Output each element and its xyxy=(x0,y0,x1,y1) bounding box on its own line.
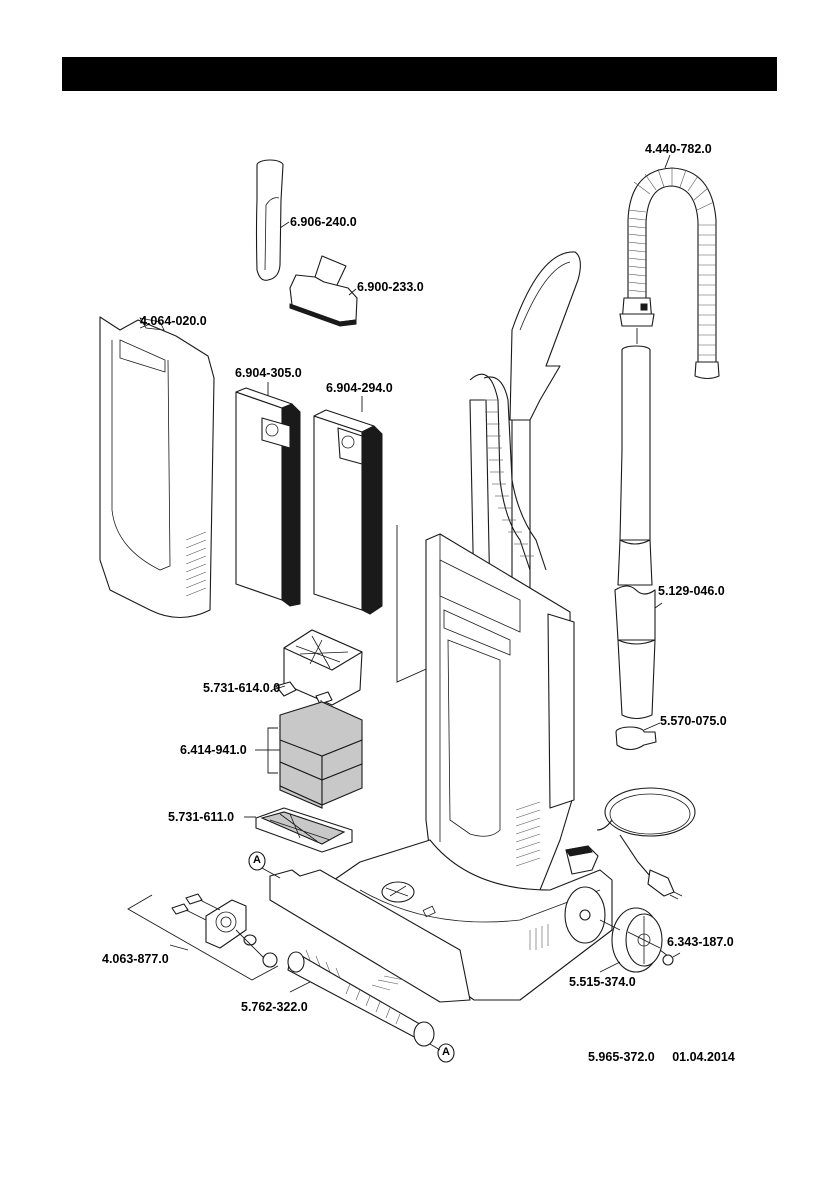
part-label-filter-frame: 5.731-614.0.0 xyxy=(203,682,280,695)
part-label-suction-tube: 5.129-046.0 xyxy=(658,585,725,598)
front-cover-drawing xyxy=(100,317,214,618)
vacuum-body-drawing xyxy=(334,252,612,1000)
tube-clip-drawing xyxy=(616,723,660,750)
footer: 5.965-372.0 01.04.2014 xyxy=(588,1050,735,1064)
wheel-cap-drawing xyxy=(663,953,680,965)
bearing-kit-drawing xyxy=(128,894,278,980)
filter-holder-drawing xyxy=(244,808,352,852)
upholstery-nozzle-drawing xyxy=(290,256,357,326)
document-date: 01.04.2014 xyxy=(672,1050,735,1064)
part-label-brush-roller: 5.762-322.0 xyxy=(241,1001,308,1014)
document-number: 5.965-372.0 xyxy=(588,1050,655,1064)
suction-hose-drawing xyxy=(620,155,719,379)
part-label-suction-hose: 4.440-782.0 xyxy=(645,143,712,156)
part-label-foam-filter: 6.414-941.0 xyxy=(180,744,247,757)
filter-frame-drawing xyxy=(272,630,362,705)
part-label-crevice-nozzle: 6.906-240.0 xyxy=(290,216,357,229)
part-label-wheel: 5.515-374.0 xyxy=(569,976,636,989)
reference-marker-a-bottom-label: A xyxy=(442,1047,450,1058)
crevice-nozzle-drawing xyxy=(257,160,290,280)
part-label-filter-bag-paper: 6.904-305.0 xyxy=(235,367,302,380)
filter-bag-paper-drawing xyxy=(236,382,300,606)
foam-filter-drawing xyxy=(255,702,362,808)
part-label-upholstery-nozzle: 6.900-233.0 xyxy=(357,281,424,294)
part-label-bearing-kit: 4.063-877.0 xyxy=(102,953,169,966)
reference-marker-a-top-label: A xyxy=(253,855,261,866)
suction-tube-drawing xyxy=(615,346,662,719)
part-label-wheel-cap: 6.343-187.0 xyxy=(667,936,734,949)
part-label-tube-clip: 5.570-075.0 xyxy=(660,715,727,728)
part-label-filter-holder: 5.731-611.0 xyxy=(168,811,234,824)
part-label-front-cover: 4.064-020.0 xyxy=(140,315,207,328)
part-label-filter-bag-fleece: 6.904-294.0 xyxy=(326,382,393,395)
filter-bag-fleece-drawing xyxy=(314,396,382,614)
